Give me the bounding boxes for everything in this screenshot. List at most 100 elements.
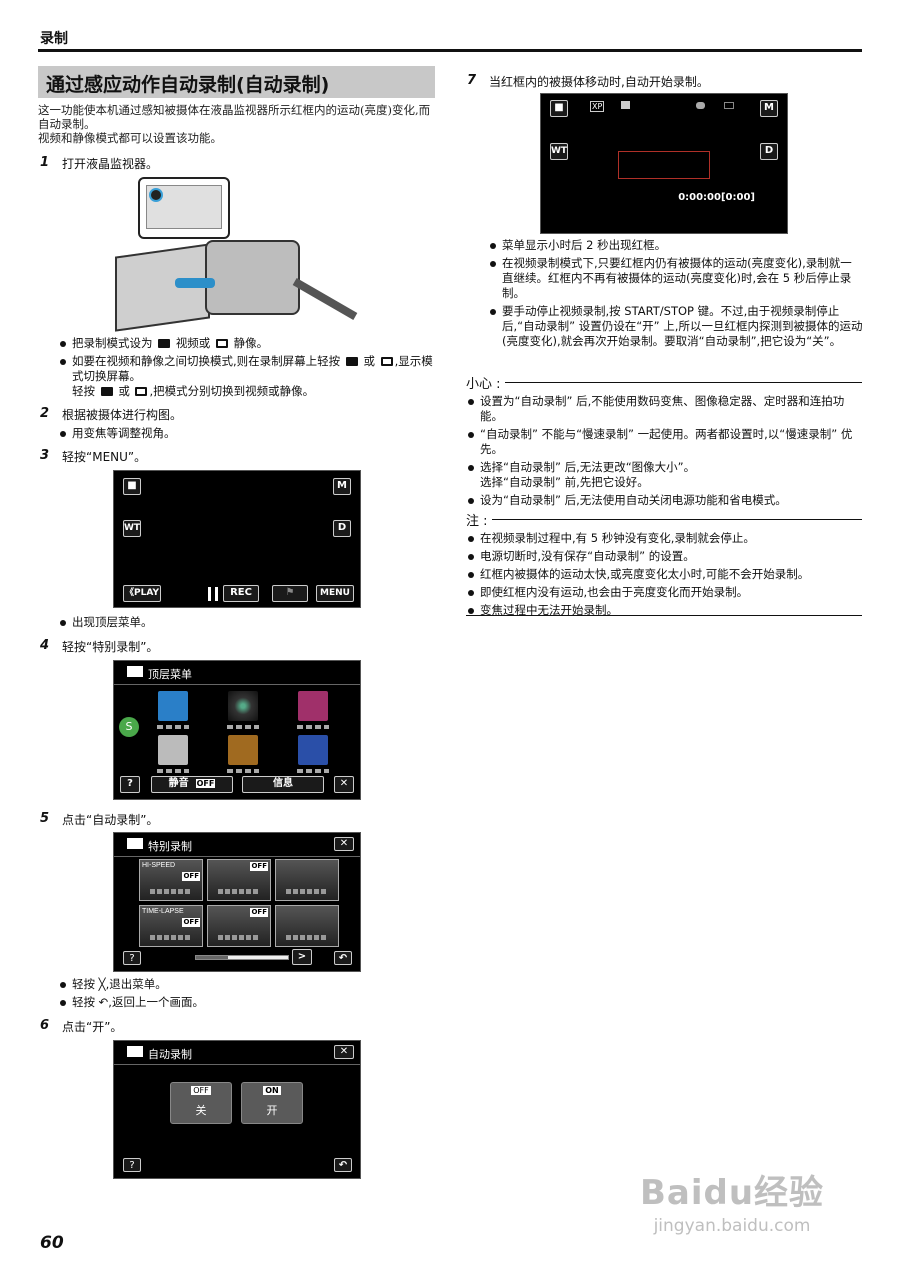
step-number: 1 — [40, 155, 50, 170]
bullet: 如要在视频和静像之间切换模式,则在录制屏幕上轻按 或 ,显示模式切换屏幕。轻按 … — [58, 354, 438, 399]
off-tag: OFF — [182, 918, 200, 927]
info-button[interactable]: 信息 — [242, 776, 324, 793]
section-header: 录制 — [40, 31, 68, 47]
video-mode-icon — [149, 188, 163, 202]
camcorder-illustration — [110, 175, 360, 335]
mute-button[interactable]: 静音 OFF — [151, 776, 233, 793]
step-text: 点击“开”。 — [62, 1020, 123, 1034]
step-number: 4 — [40, 638, 50, 653]
flag-button[interactable]: ⚑ — [272, 585, 308, 602]
page-title: 通过感应动作自动录制(自动录制) — [38, 66, 435, 98]
menu-button[interactable]: MENU — [316, 585, 354, 602]
note-item: 红框内被摄体的运动太快,或亮度变化太小时,可能不会开始录制。 — [466, 567, 862, 582]
page-number: 60 — [40, 1233, 64, 1253]
help-button[interactable]: ? — [123, 1158, 141, 1172]
note-item: 电源切断时,没有保存“自动录制” 的设置。 — [466, 549, 862, 564]
step-6: 6 点击“开”。 — [40, 1018, 122, 1035]
step-text: 点击“自动录制”。 — [62, 813, 159, 827]
note-item: 在视频录制过程中,有 5 秒钟没有变化,录制就会停止。 — [466, 531, 862, 546]
help-button[interactable]: ? — [123, 951, 141, 965]
lens-menu-icon[interactable] — [228, 691, 258, 721]
caution-item: 选择“自动录制” 后,无法更改“图像大小”。 选择“自动录制” 前,先把它设好。 — [466, 460, 862, 490]
caution-item: 设置为“自动录制” 后,不能使用数码变焦、图像稳定器、定时器和连拍功能。 — [466, 394, 862, 424]
close-button[interactable]: ✕ — [334, 837, 354, 851]
rec-button[interactable]: REC — [223, 585, 259, 602]
auto-rec-option[interactable]: OFF — [207, 859, 271, 901]
back-button[interactable]: ↶ — [334, 951, 352, 965]
step-number: 6 — [40, 1018, 50, 1033]
video-mode-button[interactable]: ■ — [123, 478, 141, 495]
step-text: 根据被摄体进行构图。 — [62, 408, 183, 422]
caution-item: 设为“自动录制” 后,无法使用自动关闭电源功能和省电模式。 — [466, 493, 862, 508]
close-button[interactable]: ✕ — [334, 1045, 354, 1059]
note-item: 变焦过程中无法开始录制。 — [466, 603, 862, 618]
wt-button[interactable]: WT — [550, 143, 568, 160]
step-number: 5 — [40, 811, 50, 826]
bullet: 在视频录制模式下,只要红框内仍有被摄体的运动(亮度变化),录制就一直继续。红框内… — [488, 256, 863, 301]
off-tag: OFF — [250, 862, 268, 871]
m-button[interactable]: M — [333, 478, 351, 495]
d-button[interactable]: D — [760, 143, 778, 160]
step-5: 5 点击“自动录制”。 — [40, 811, 158, 828]
help-button[interactable]: ? — [120, 776, 140, 793]
callout-box — [138, 177, 230, 239]
note-item: 即使红框内没有运动,也会由于亮度变化而开始录制。 — [466, 585, 862, 600]
pause-icon — [208, 587, 218, 601]
step-text: 打开液晶监视器。 — [62, 157, 159, 171]
red-detection-frame — [618, 151, 710, 179]
video-icon — [100, 387, 113, 396]
bullet: 出现顶层菜单。 — [58, 615, 153, 630]
video-icon — [127, 838, 143, 849]
sd-card-icon — [724, 102, 734, 109]
animation-effect-option[interactable] — [275, 859, 339, 901]
step-7-bullets: 菜单显示小时后 2 秒出现红框。 在视频录制模式下,只要红框内仍有被摄体的运动(… — [488, 238, 863, 352]
menu-title: 特别录制 — [114, 833, 360, 857]
m-button[interactable]: M — [760, 100, 778, 117]
quality-indicator: XP — [590, 101, 605, 112]
header-rule — [38, 49, 862, 52]
media-menu-icon[interactable] — [298, 735, 328, 765]
settings-menu-icon[interactable] — [158, 735, 188, 765]
shortcut-icon[interactable]: S — [119, 717, 139, 737]
caution-label: 小心 : — [466, 377, 501, 392]
auto-rec-indicator-icon — [621, 101, 630, 109]
video-icon — [127, 666, 143, 677]
close-button[interactable]: ✕ — [334, 776, 354, 793]
top-menu-screen: 顶层菜单 S ? 静音 OFF 信息 ✕ — [113, 660, 361, 800]
wifi-menu-icon[interactable] — [158, 691, 188, 721]
time-counter: 0:00:00[0:00] — [678, 192, 755, 203]
step-text: 当红框内的被摄体移动时,自动开始录制。 — [489, 75, 709, 89]
step-text: 轻按“特别录制”。 — [62, 640, 159, 654]
wt-button[interactable]: WT — [123, 520, 141, 537]
caution-section: 小心 : 设置为“自动录制” 后,不能使用数码变焦、图像稳定器、定时器和连拍功能… — [466, 373, 862, 511]
next-page-button[interactable]: > — [292, 949, 312, 965]
d-button[interactable]: D — [333, 520, 351, 537]
connection-menu-icon[interactable] — [228, 735, 258, 765]
step-text: 轻按“MENU”。 — [62, 450, 147, 464]
play-button[interactable]: 《PLAY — [123, 585, 161, 602]
back-button[interactable]: ↶ — [334, 1158, 352, 1172]
effect-menu-icon[interactable] — [298, 691, 328, 721]
caution-item: “自动录制” 不能与“慢速录制” 一起使用。两者都设置时,以“慢速录制” 优先。 — [466, 427, 862, 457]
menu-title: 顶层菜单 — [114, 661, 360, 685]
page-scrollbar[interactable] — [195, 955, 289, 960]
video-icon — [158, 339, 171, 348]
video-mode-button[interactable]: ■ — [550, 100, 568, 117]
face-sub-window-option[interactable]: OFF — [207, 905, 271, 947]
step-5-bullets: 轻按 ╳,退出菜单。 轻按 ↶,返回上一个画面。 — [58, 977, 204, 1013]
smile-shot-option[interactable] — [275, 905, 339, 947]
watermark-url: jingyan.baidu.com — [653, 1216, 811, 1236]
step-1: 1 打开液晶监视器。 — [40, 155, 158, 172]
bullet: 轻按 ↶,返回上一个画面。 — [58, 995, 204, 1010]
camera-icon — [380, 357, 393, 366]
menu-title: 自动录制 — [114, 1041, 360, 1065]
intro: 这一功能使本机通过感知被摄体在液晶监视器所示红框内的运动(亮度)变化,而自动录制… — [38, 103, 435, 145]
